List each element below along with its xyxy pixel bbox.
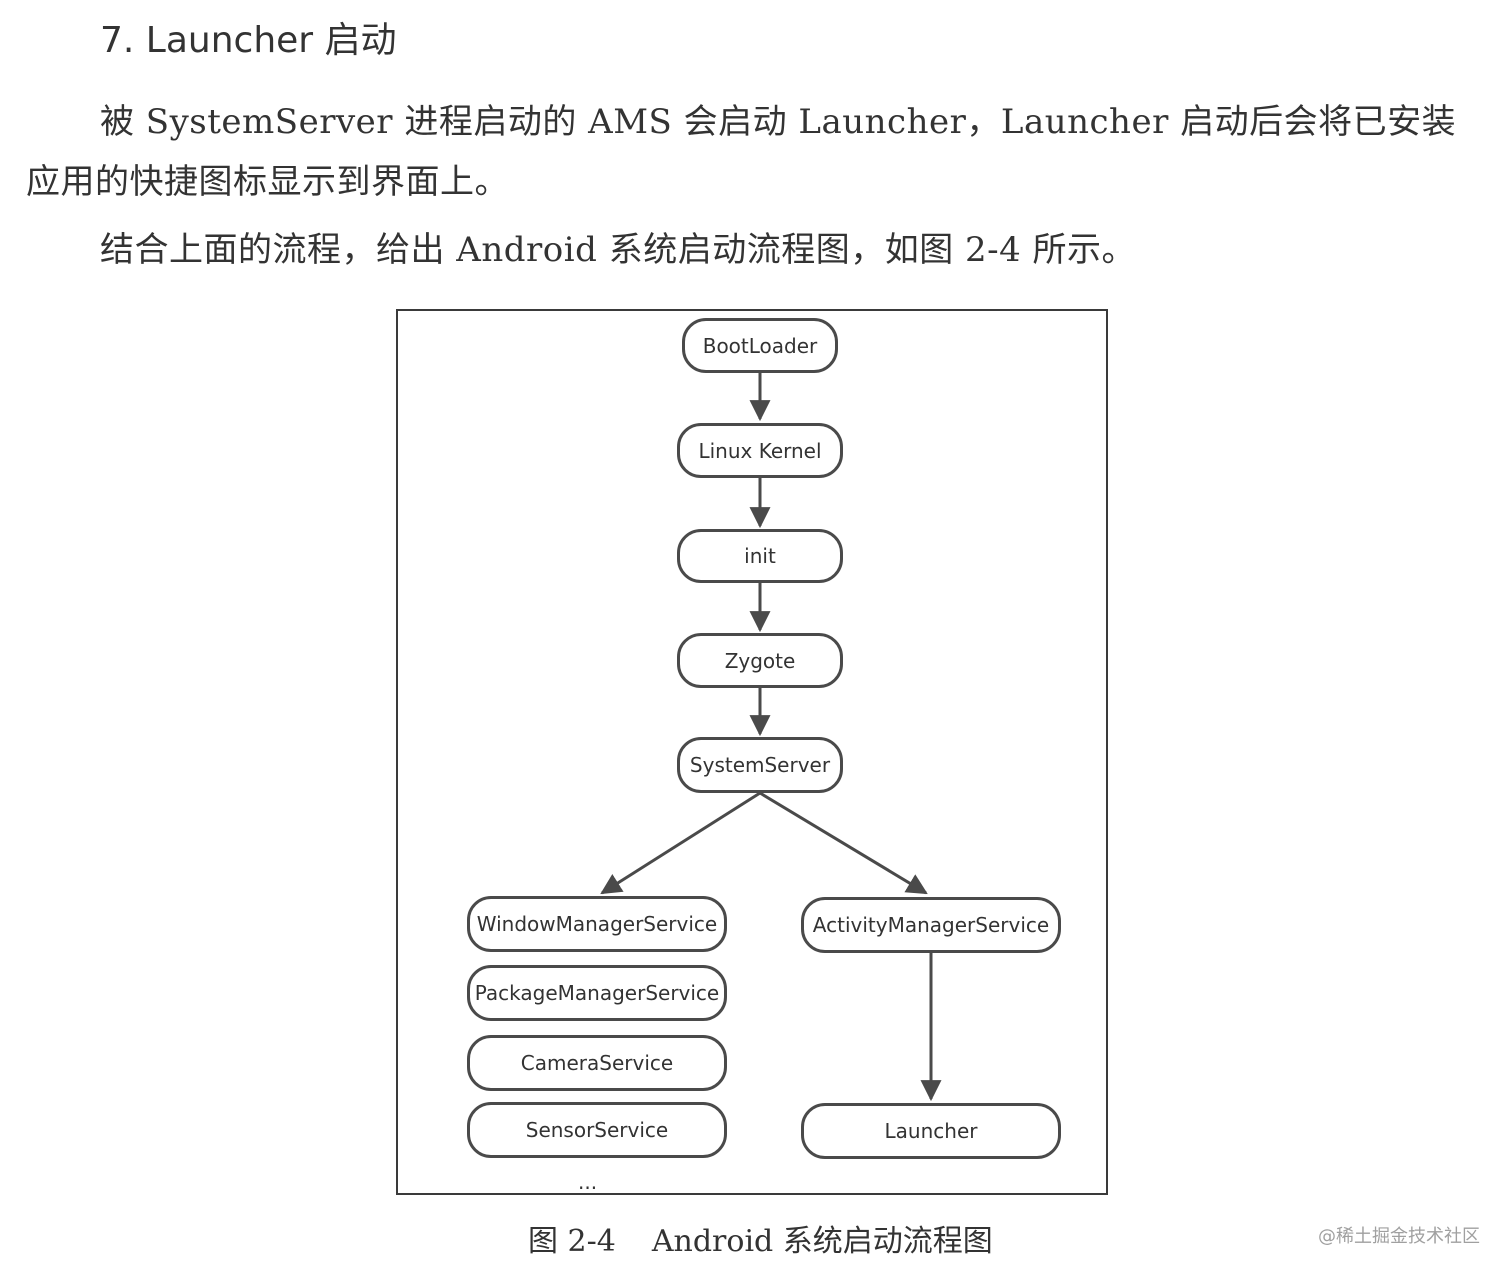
figure-title: Android 系统启动流程图 [651, 1224, 993, 1259]
node-launcher: Launcher [801, 1103, 1061, 1159]
node-window-manager-service: WindowManagerService [467, 896, 727, 952]
node-package-manager-service: PackageManagerService [467, 965, 727, 1021]
node-init: init [677, 529, 843, 583]
paragraph-1: 被 SystemServer 进程启动的 AMS 会启动 Launcher，La… [26, 102, 1457, 202]
paragraph-2: 结合上面的流程，给出 Android 系统启动流程图，如图 2-4 所示。 [100, 230, 1137, 270]
diagram-frame [396, 309, 1108, 1195]
edge-system-server-window-manager-service [600, 791, 761, 895]
diagram-ellipsis: ... [578, 1170, 598, 1194]
node-zygote: Zygote [677, 633, 843, 688]
node-bootloader: BootLoader [682, 318, 838, 373]
figure-number: 图 2-4 [528, 1224, 616, 1259]
edge-system-server-activity-manager-service [759, 791, 928, 895]
node-activity-manager-service: ActivityManagerService [801, 897, 1061, 953]
node-linux-kernel: Linux Kernel [677, 423, 843, 478]
node-camera-service: CameraService [467, 1035, 727, 1091]
watermark: @稀土掘金技术社区 [1318, 1226, 1480, 1247]
section-heading: 7. Launcher 启动 [100, 20, 397, 61]
node-system-server: SystemServer [677, 737, 843, 793]
node-sensor-service: SensorService [467, 1102, 727, 1158]
figure-caption: 图 2-4 Android 系统启动流程图 [528, 1218, 993, 1266]
